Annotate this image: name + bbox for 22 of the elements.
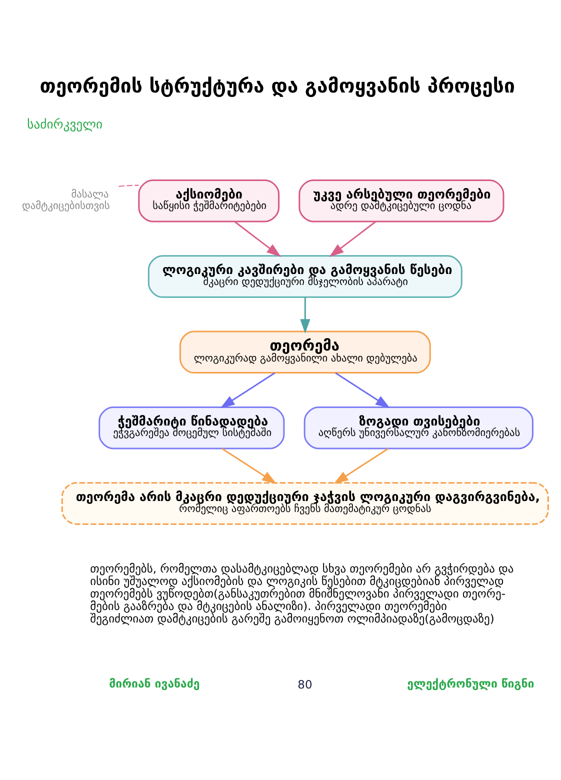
arrow — [329, 221, 376, 257]
node-box: აქსიომები საწყისი ჭეშმარიტებები — [138, 179, 280, 222]
label: საძირკველი — [27, 116, 103, 132]
node-box: თეორემა ლოგიკურად გამოყვანილი ახალი დებულება — [179, 330, 431, 374]
connector — [118, 184, 139, 187]
label: ელექტრონული წიგნი — [407, 676, 534, 690]
diagram-title: თეორემის სტრუქტურა და გამოყვანის პროცესი — [40, 74, 515, 98]
node-text: მასალა დამტკიცებისთვის — [22, 188, 110, 212]
arrow — [300, 297, 310, 334]
arrow — [220, 372, 276, 408]
node-box: ჭეშმარიტი წინადადება ეჭვგარეშეა მოცემულ სისტემაში — [98, 406, 285, 450]
label: მირიან ივანაძე — [109, 676, 200, 690]
node-box: თეორემა არის მკაცრი დედუქციური ჯაჭვის ლოგიკური დაგვირგვინება, რომელიც აფართოებს ჩვენს მათემატიკურ ცოდნას — [61, 482, 549, 525]
label: თეორემებს, რომელთა დასამტკიცებლად სხვა თეორემები არ გვჭირდება და ისინი უშუალოდ აქსიომების და ლოგიკის წესებით მტკიცდებიან პირველად თეორემებს ვუწოდებთ(განსაკუთრებით მნიშნელოვანი პირველადი თეორე-მების გააზრება და მტკიცების ანალიზი). პირველადი თეორემები შეგიძლიათ დამტკიცების გარეშე გამოიყენოთ ოლიმპიადაზე(გამოცდაზე) — [90, 561, 514, 626]
node-box: ლოგიკური კავშირები და გამოყვანის წესები მკაცრი დედუქციური მსჯელობის აპარატი — [148, 255, 462, 298]
node-box: ზოგადი თვისებები აღწერს უნივერსალურ კანონზომიერებას — [304, 406, 534, 450]
node-box: უკვე არსებული თეორემები ადრე დამტკიცებული ცოდნა — [298, 179, 504, 222]
arrow — [222, 448, 277, 484]
arrow — [335, 372, 390, 408]
arrow — [334, 448, 389, 484]
label: 80 — [298, 678, 312, 692]
arrow — [234, 221, 282, 257]
